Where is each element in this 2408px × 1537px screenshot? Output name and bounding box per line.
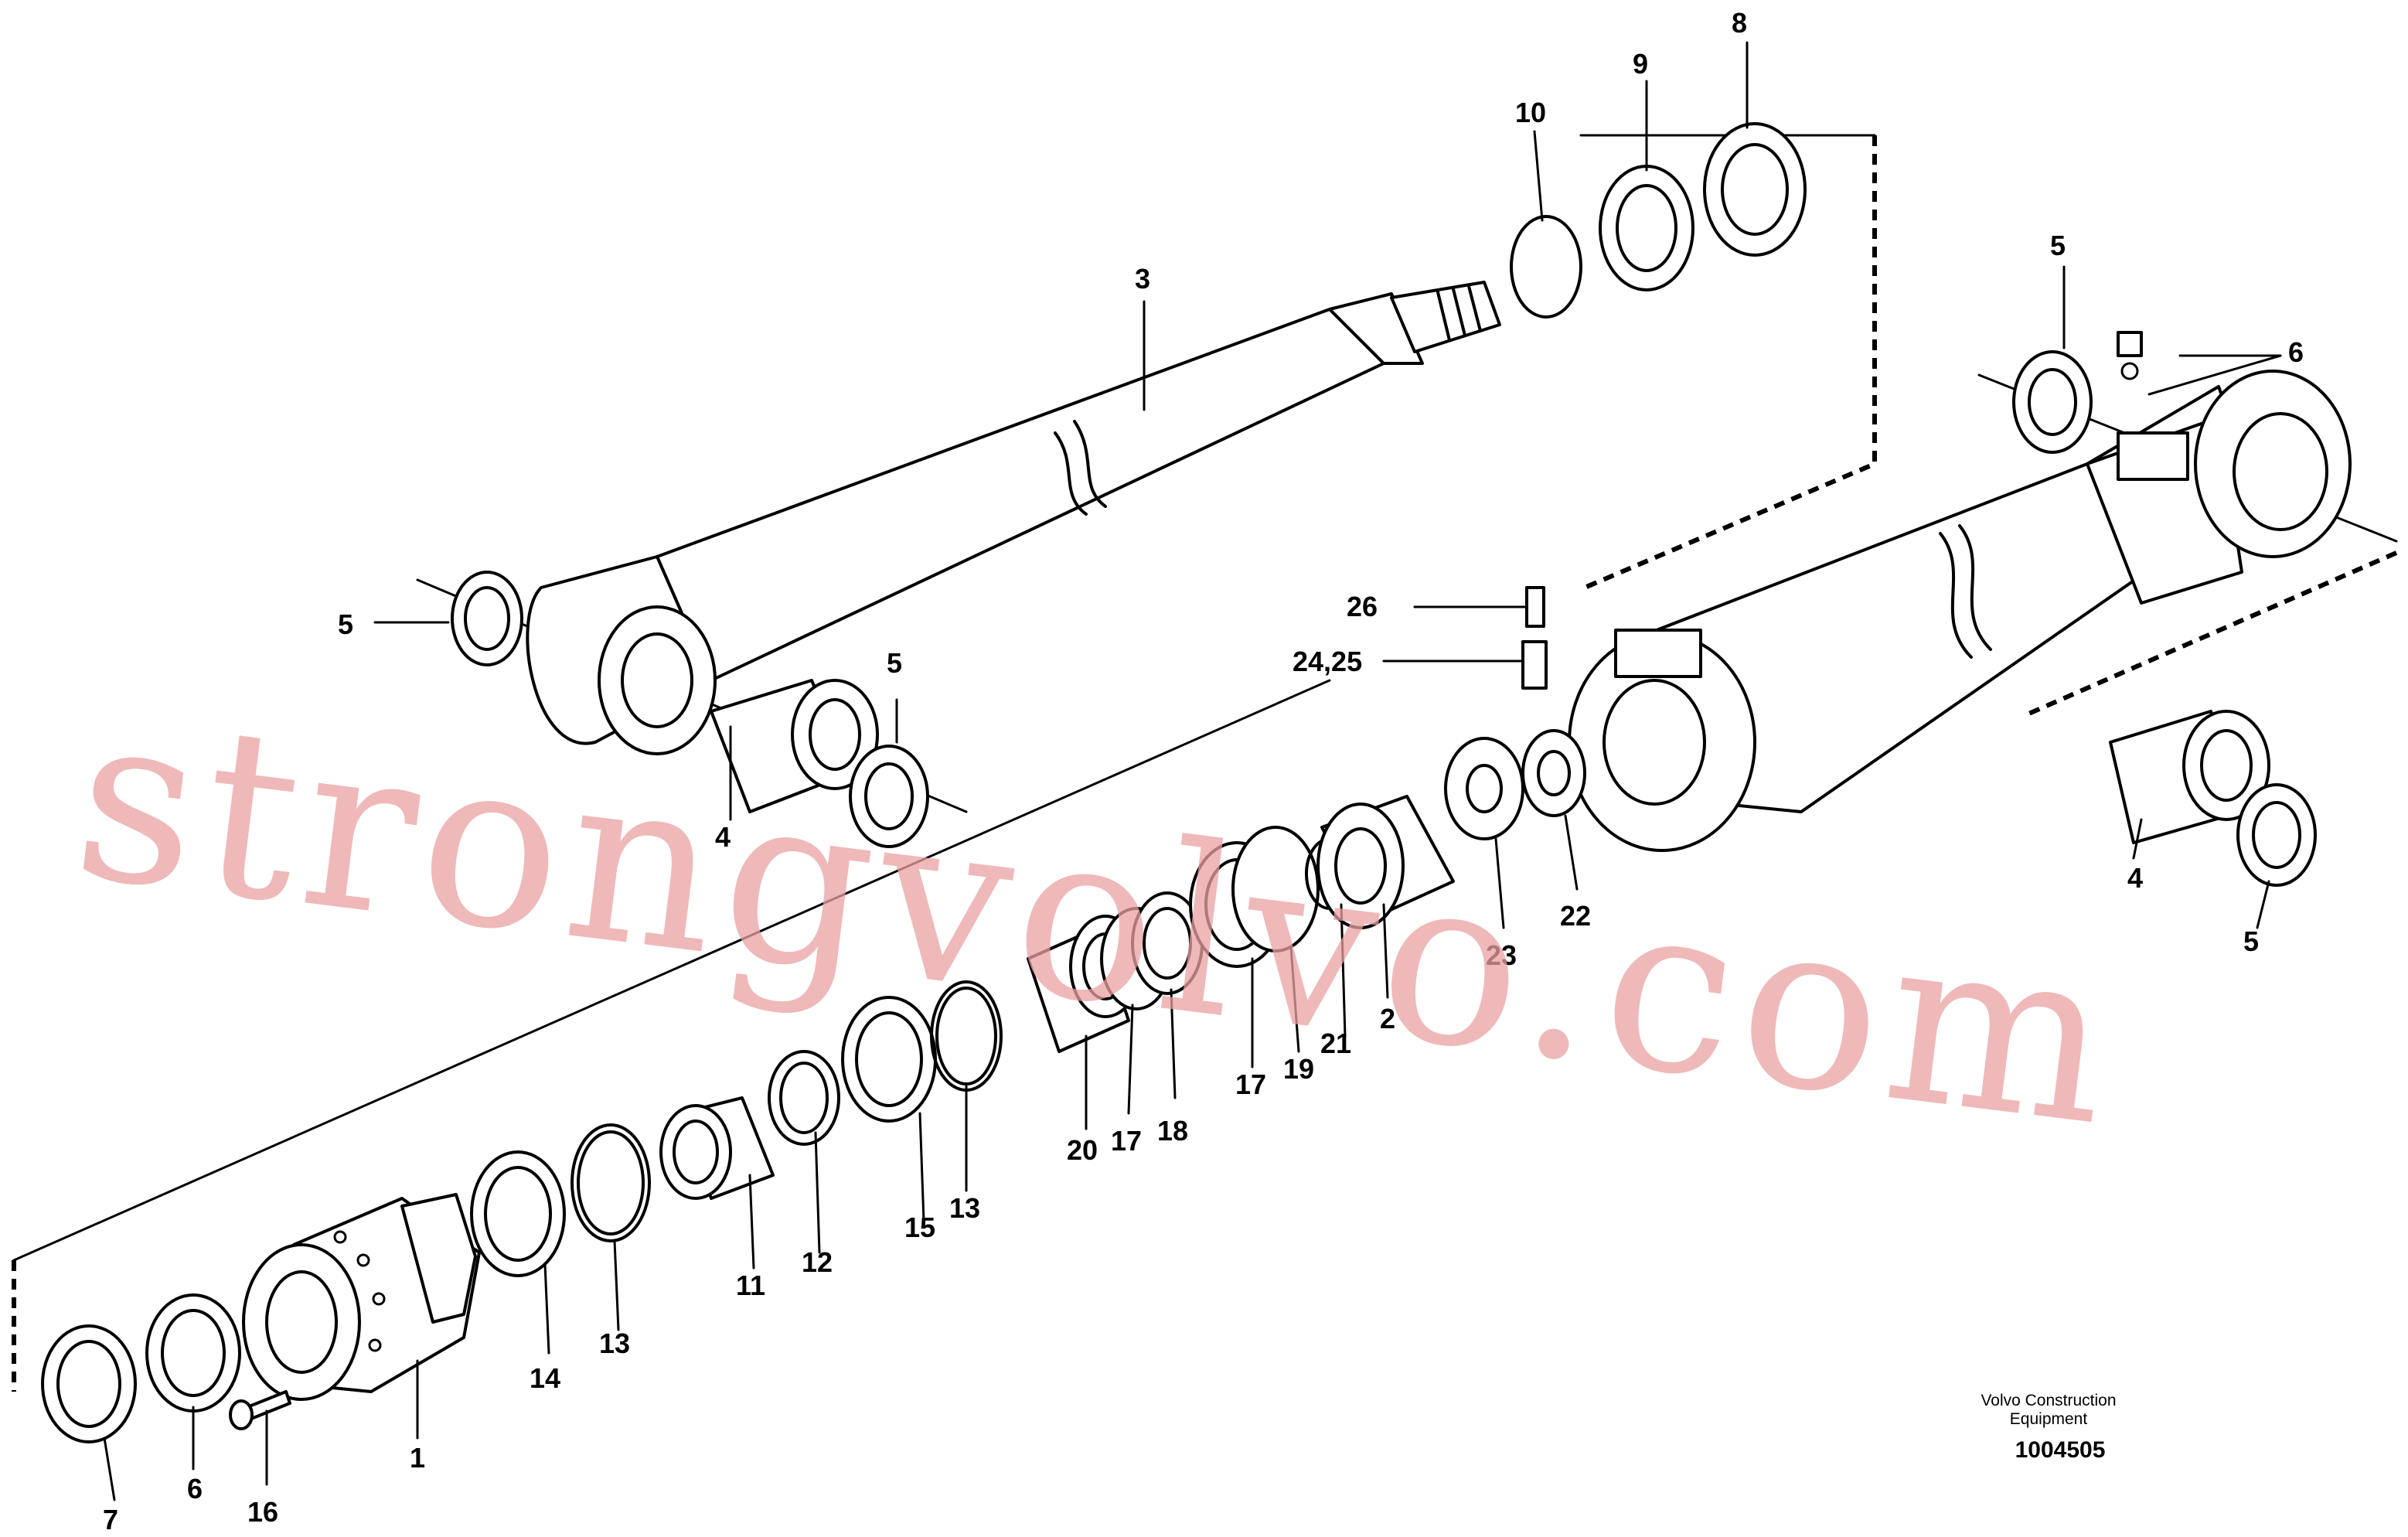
callout-5-barrel-bushing: 5 <box>2243 925 2259 957</box>
callout-labels: 1 2 3 4 4 5 5 5 5 6 6 7 8 9 10 11 12 13 … <box>103 7 2304 1535</box>
callout-18: 18 <box>1157 1115 1188 1147</box>
ring-12 <box>768 1050 840 1146</box>
callout-5-rod-bushing: 5 <box>887 647 902 679</box>
piston-rod <box>526 281 1501 755</box>
seal-ring-7 <box>41 1324 137 1443</box>
callout-4-rod: 4 <box>715 821 731 853</box>
pin-24-25 <box>1521 640 1548 690</box>
callout-13-piston: 13 <box>949 1192 980 1224</box>
callout-5-barrel-eye: 5 <box>2050 230 2066 261</box>
seal-ring-5c <box>2012 350 2093 454</box>
dashed-connector-rod <box>1583 135 1877 590</box>
seal-ring-8 <box>1703 122 1807 257</box>
o-ring-13a <box>570 1123 651 1242</box>
callout-17-sleeve: 17 <box>1111 1125 1142 1157</box>
cap-screw-16 <box>229 1390 291 1430</box>
bushing-11 <box>659 1096 775 1200</box>
seal-ring-5b <box>849 745 929 848</box>
ring-18 <box>1131 891 1204 995</box>
callout-21: 21 <box>1320 1028 1351 1059</box>
snap-ring-10 <box>1510 215 1582 319</box>
caption-line-2: Equipment <box>2010 1410 2088 1428</box>
lock-washer-23 <box>1444 737 1524 840</box>
callout-2: 2 <box>1380 1003 1395 1034</box>
callout-11: 11 <box>736 1269 765 1301</box>
callout-17-ring: 17 <box>1235 1068 1266 1100</box>
seal-ring-15 <box>841 996 937 1123</box>
cylinder-head <box>242 1193 481 1401</box>
callout-13-head: 13 <box>599 1327 630 1359</box>
callout-20: 20 <box>1067 1134 1098 1166</box>
callout-24-25: 24,25 <box>1293 646 1362 677</box>
axis-lower <box>12 679 1331 1262</box>
callout-1: 1 <box>410 1442 425 1474</box>
drawing-number: 1004505 <box>2015 1437 2106 1463</box>
callout-6-head: 6 <box>187 1473 203 1505</box>
callout-6-barrel: 6 <box>2288 336 2304 368</box>
bushing-barrel <box>2109 710 2270 844</box>
callout-9: 9 <box>1633 48 1648 80</box>
cylinder-barrel <box>1568 370 2352 852</box>
callout-8: 8 <box>1732 7 1747 39</box>
callout-14: 14 <box>530 1362 560 1394</box>
callout-3: 3 <box>1135 263 1150 295</box>
seal-ring-5d <box>2236 783 2317 887</box>
lube-nipple-6 <box>2117 331 2143 380</box>
seal-ring-9 <box>1599 165 1694 291</box>
ring-19 <box>1231 826 1320 953</box>
dashed-connector-barrel <box>2024 550 2398 717</box>
bushing-rod <box>710 679 879 813</box>
callout-10: 10 <box>1515 97 1546 128</box>
caption: Volvo Construction Equipment 1004505 <box>1981 1392 2116 1463</box>
caption-line-1: Volvo Construction <box>1981 1392 2116 1409</box>
callout-5-rod-eye: 5 <box>338 608 353 640</box>
callout-7: 7 <box>103 1504 118 1535</box>
callout-4-barrel: 4 <box>2127 862 2143 894</box>
seal-ring-6 <box>145 1293 241 1413</box>
callout-16: 16 <box>247 1496 278 1528</box>
seal-ring-14 <box>470 1150 566 1277</box>
callout-23: 23 <box>1486 939 1517 971</box>
callout-22: 22 <box>1560 900 1591 932</box>
seal-ring-5a <box>451 571 523 666</box>
callout-12: 12 <box>802 1246 833 1278</box>
callout-15: 15 <box>904 1212 935 1243</box>
piston-2 <box>1316 795 1455 929</box>
callout-19: 19 <box>1283 1053 1314 1085</box>
callout-26: 26 <box>1347 591 1378 622</box>
leader-lines <box>103 41 2282 1501</box>
set-screw-26 <box>1525 586 1545 628</box>
nut-22 <box>1521 729 1586 817</box>
